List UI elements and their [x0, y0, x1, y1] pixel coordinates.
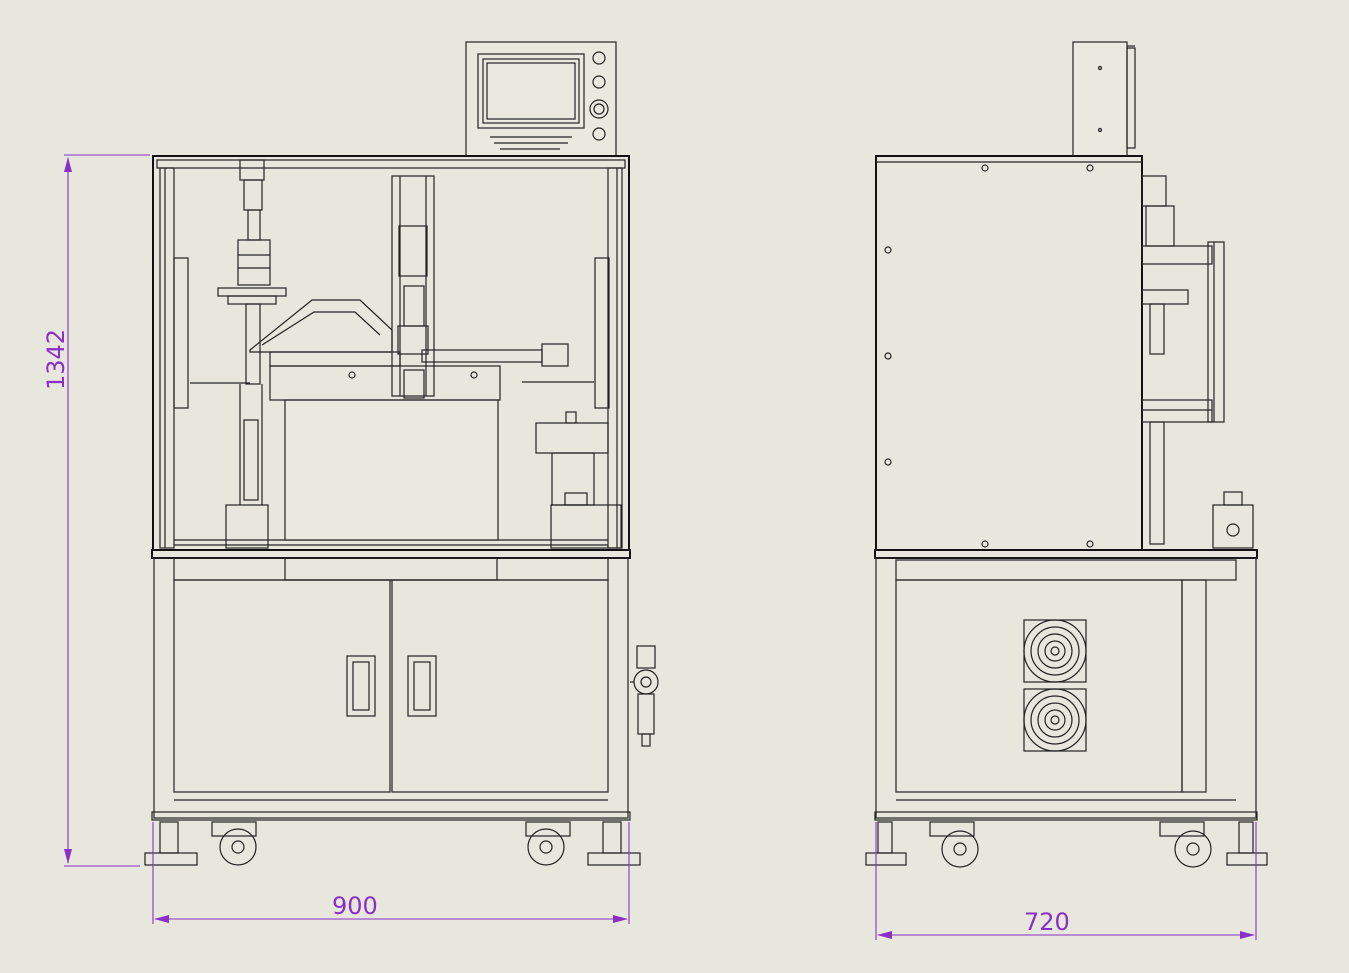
caster-wheel-icon [525, 821, 641, 866]
bracket-arm [249, 299, 594, 383]
upper-frame [152, 155, 630, 551]
pressure-regulator-icon [630, 645, 659, 747]
side-width-label: 720 [1024, 908, 1070, 936]
side-control-panel [1072, 41, 1136, 157]
caster-wheel-icon [1159, 821, 1268, 868]
side-view [865, 41, 1268, 868]
door-handle-icon [346, 655, 376, 717]
dimension-front-height: 1342 [42, 154, 150, 867]
center-box [269, 365, 501, 541]
front-view [144, 41, 659, 866]
left-actuator [190, 159, 287, 549]
fan-icon [1023, 619, 1087, 683]
right-station [535, 411, 622, 549]
caster-wheel-icon [865, 821, 979, 868]
fan-icon [1023, 688, 1087, 752]
dimension-side-width: 720 [875, 822, 1257, 940]
side-lower-cabinet [874, 549, 1258, 821]
side-mechanism [1141, 175, 1254, 549]
front-width-label: 900 [332, 892, 378, 920]
lower-cabinet [151, 549, 631, 821]
control-panel [465, 41, 617, 157]
door-handle-icon [407, 655, 437, 717]
caster-wheel-icon [144, 821, 257, 866]
front-height-label: 1342 [42, 329, 70, 390]
side-upper-housing [875, 155, 1143, 551]
center-actuator [391, 175, 435, 399]
dimension-front-width: 900 [152, 822, 630, 924]
